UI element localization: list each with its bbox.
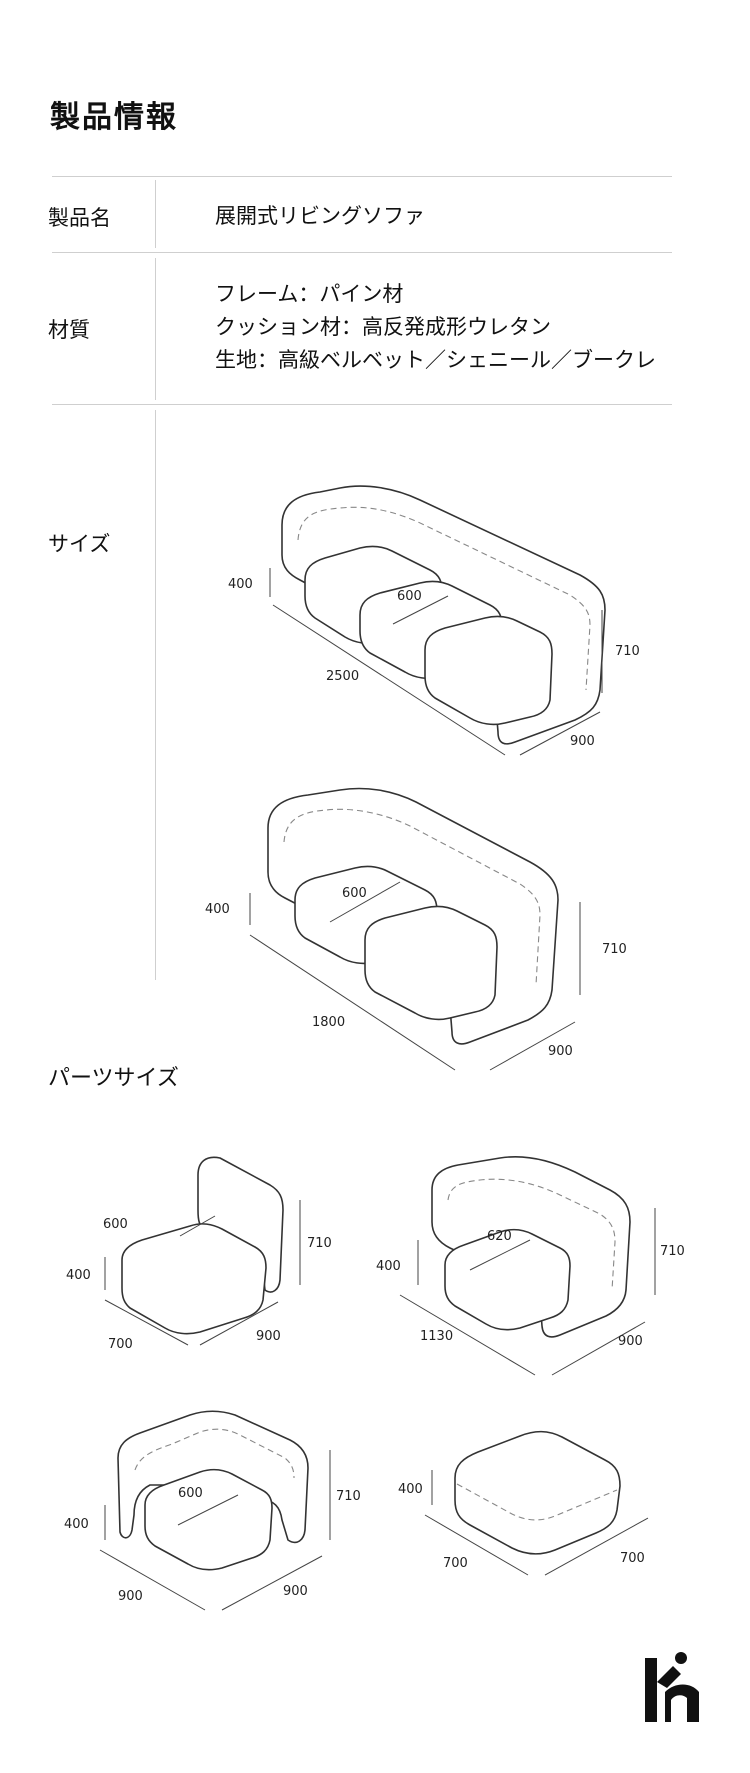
part-corner-l-seat-depth-line — [177, 1494, 239, 1526]
row-divider — [52, 252, 672, 253]
row-divider — [52, 404, 672, 405]
sofa-large-seat-depth-line — [392, 595, 449, 625]
parts-size-title: パーツサイズ — [48, 1066, 179, 1091]
sofa-medium-depth-line — [489, 1021, 576, 1071]
part-corner-l-drawing: 400 600 900 710 900 — [64, 1410, 361, 1611]
part-corner-u-height-label: 710 — [660, 1244, 685, 1259]
sofa-medium-inner-line — [283, 808, 541, 986]
part-ottoman-depth-line — [544, 1517, 649, 1576]
sofa-medium-seat-depth-label: 600 — [342, 886, 367, 901]
part-corner-u-width-line — [399, 1294, 536, 1376]
material-fabric: 生地：高級ベルベット／シェニール／ブークレ — [215, 348, 656, 372]
sofa-large-width-label: 2500 — [326, 669, 359, 684]
sofa-medium-cushion-2 — [364, 905, 498, 1021]
column-divider — [155, 180, 156, 248]
part-ottoman-body — [454, 1430, 621, 1555]
part-corner-u-seat-depth-label: 620 — [487, 1229, 512, 1244]
part-corner-u-depth-line — [551, 1321, 646, 1376]
part-armless-height-label: 710 — [307, 1236, 332, 1251]
sofa-large-depth-label: 900 — [570, 734, 595, 749]
part-corner-u-drawing: 400 620 1130 710 900 — [376, 1155, 685, 1376]
part-ottoman-depth-label: 700 — [620, 1551, 645, 1566]
sofa-large-height-label: 710 — [615, 644, 640, 659]
part-corner-u-seat-height-label: 400 — [376, 1259, 401, 1274]
part-corner-u-seat-depth-line — [469, 1239, 531, 1271]
part-armless-width-label: 700 — [108, 1337, 133, 1352]
brand-logo-icon — [645, 1652, 699, 1722]
part-corner-l-inner-line — [134, 1428, 295, 1479]
part-corner-l-width-line — [99, 1549, 206, 1611]
part-corner-l-depth-label: 900 — [283, 1584, 308, 1599]
part-corner-l-seat-height-label: 400 — [64, 1517, 89, 1532]
page-title: 製品情報 — [50, 100, 178, 135]
part-corner-l-height-label: 710 — [336, 1489, 361, 1504]
sofa-large-drawing: 400 600 2500 710 900 — [228, 485, 640, 756]
part-armless-depth-line — [199, 1301, 279, 1346]
part-corner-u-depth-label: 900 — [618, 1334, 643, 1349]
part-armless-drawing: 600 400 700 710 900 — [66, 1156, 332, 1352]
sofa-large-depth-line — [519, 711, 601, 756]
part-armless-seat-height-label: 400 — [66, 1268, 91, 1283]
material-cushion: クッション材：高反発成形ウレタン — [215, 315, 551, 339]
part-corner-l-seat — [144, 1468, 273, 1571]
part-armless-back-depth-label: 600 — [103, 1217, 128, 1232]
sofa-medium-width-line — [249, 934, 456, 1071]
part-ottoman-width-line — [424, 1514, 529, 1576]
sofa-medium-depth-label: 900 — [548, 1044, 573, 1059]
part-corner-u-inner-line — [447, 1178, 616, 1291]
sofa-medium-seat-height-label: 400 — [205, 902, 230, 917]
material-label: 材質 — [48, 318, 90, 342]
column-divider — [155, 258, 156, 400]
sofa-large-cushion-3 — [424, 615, 553, 726]
part-armless-width-line — [104, 1299, 189, 1346]
sofa-large-seat-height-label: 400 — [228, 577, 253, 592]
product-name-value: 展開式リビングソファ — [215, 204, 425, 228]
sofa-large-seat-depth-label: 600 — [397, 589, 422, 604]
product-name-label: 製品名 — [48, 206, 111, 230]
sofa-medium-drawing: 400 600 1800 710 900 — [205, 787, 627, 1071]
part-ottoman-top-edge — [456, 1483, 618, 1521]
part-armless-back-depth-line — [179, 1215, 216, 1237]
part-armless-depth-label: 900 — [256, 1329, 281, 1344]
part-corner-u-seat — [444, 1228, 571, 1331]
sofa-medium-seat-depth-line — [329, 881, 401, 923]
part-corner-l-depth-line — [221, 1555, 323, 1611]
sofa-medium-height-label: 710 — [602, 942, 627, 957]
part-ottoman-seat-height-label: 400 — [398, 1482, 423, 1497]
size-label: サイズ — [48, 532, 111, 556]
part-armless-seat — [121, 1223, 267, 1335]
sofa-large-inner-line — [297, 506, 591, 691]
material-frame: フレーム：パイン材 — [215, 282, 404, 306]
column-divider — [155, 410, 156, 980]
part-corner-l-width-label: 900 — [118, 1589, 143, 1604]
part-corner-l-seat-depth-label: 600 — [178, 1486, 203, 1501]
material-values: フレーム：パイン材 クッション材：高反発成形ウレタン 生地：高級ベルベット／シェ… — [215, 278, 656, 377]
table-top-border — [52, 176, 672, 177]
part-corner-u-width-label: 1130 — [420, 1329, 453, 1344]
sofa-large-width-line — [272, 604, 506, 756]
part-ottoman-drawing: 400 700 700 — [398, 1430, 649, 1576]
sofa-medium-width-label: 1800 — [312, 1015, 345, 1030]
part-ottoman-width-label: 700 — [443, 1556, 468, 1571]
